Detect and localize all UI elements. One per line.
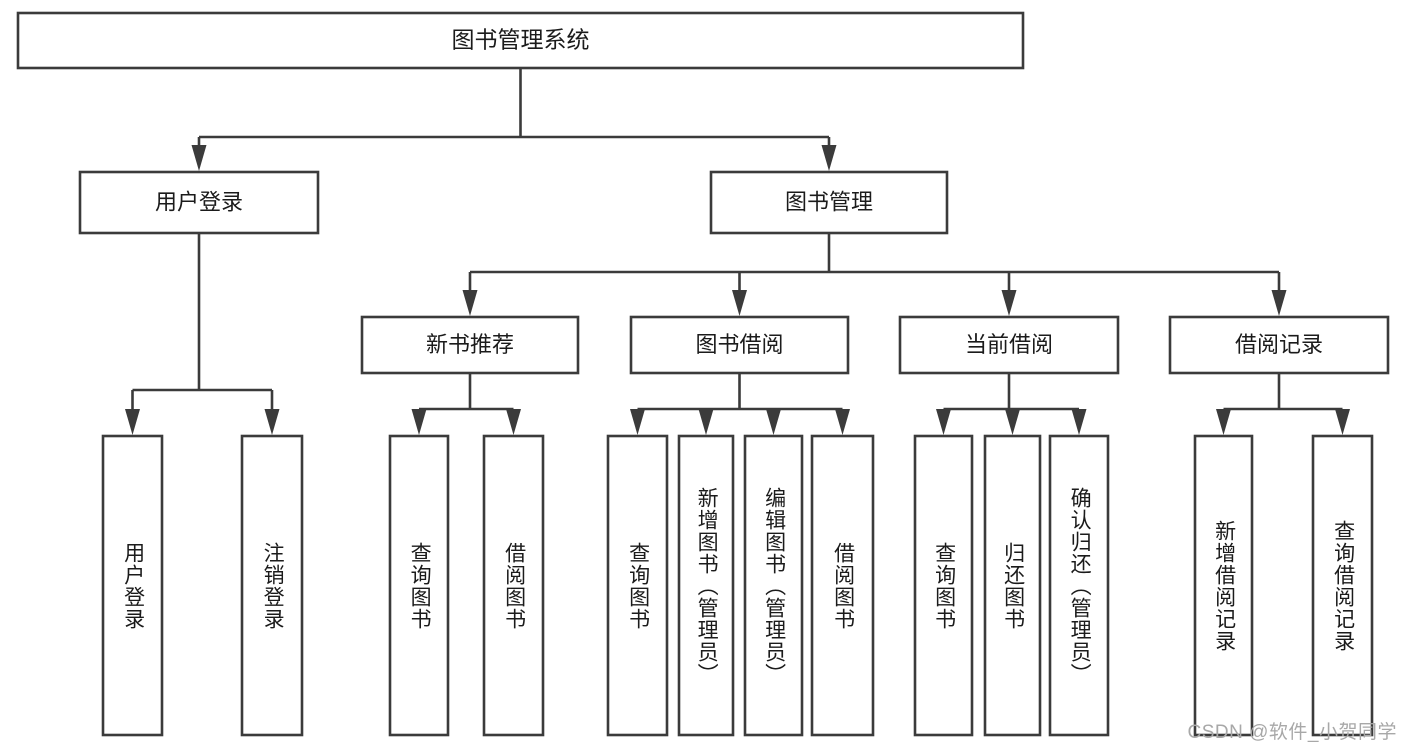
arrow-head-icon [821, 145, 837, 171]
leaf-box-11[interactable] [1193, 434, 1254, 737]
leaf-box-4[interactable] [606, 434, 669, 737]
node-level2-1[interactable] [629, 315, 850, 375]
node-label-level2-2: 当前借阅 [965, 332, 1053, 357]
node-level2-3[interactable] [1168, 315, 1390, 375]
node-level2-0[interactable] [360, 315, 580, 375]
node-label-level1-1: 图书管理 [785, 189, 873, 214]
node-level2-2[interactable] [898, 315, 1120, 375]
csdn-watermark: CSDN @软件_小贺同学 [1187, 722, 1397, 743]
node-label-level2-1: 图书借阅 [695, 332, 783, 357]
arrow-head-icon [630, 409, 645, 435]
connector-lines [125, 68, 1350, 435]
arrow-head-icon [1271, 290, 1287, 316]
leaf-box-10[interactable] [1048, 434, 1110, 737]
node-boxes [16, 11, 1390, 737]
arrow-head-icon [125, 409, 140, 435]
arrow-head-icon [1216, 409, 1231, 435]
arrow-head-icon [1001, 290, 1017, 316]
leaf-box-12[interactable] [1311, 434, 1374, 737]
leaf-box-0[interactable] [101, 434, 164, 737]
node-level1-1[interactable] [709, 170, 949, 235]
arrow-head-icon [506, 409, 521, 435]
leaf-box-3[interactable] [482, 434, 545, 737]
node-root-图书管理系统[interactable] [16, 11, 1025, 70]
arrow-head-icon [411, 409, 427, 435]
leaf-box-8[interactable] [913, 434, 974, 737]
leaf-box-6[interactable] [743, 434, 804, 737]
arrow-head-icon [1071, 409, 1087, 435]
node-label-level1-0: 用户登录 [155, 189, 243, 214]
arrow-head-icon [191, 145, 207, 171]
leaf-box-7[interactable] [810, 434, 875, 737]
arrow-head-icon [732, 290, 747, 316]
arrow-head-icon [1335, 409, 1350, 435]
leaf-box-2[interactable] [388, 434, 450, 737]
node-label-level2-0: 新书推荐 [426, 332, 514, 357]
arrow-head-icon [1005, 409, 1020, 435]
node-label-root: 图书管理系统 [452, 27, 590, 53]
node-level1-0[interactable] [78, 170, 320, 235]
node-label-level2-3: 借阅记录 [1235, 332, 1323, 357]
arrow-head-icon [936, 409, 951, 435]
arrow-head-icon [835, 409, 850, 435]
leaf-box-5[interactable] [677, 434, 735, 737]
arrow-head-icon [766, 409, 781, 435]
arrow-head-icon [462, 290, 478, 316]
leaf-box-9[interactable] [983, 434, 1042, 737]
leaf-box-1[interactable] [240, 434, 304, 737]
arrow-head-icon [264, 409, 280, 435]
arrow-head-icon [698, 409, 714, 435]
